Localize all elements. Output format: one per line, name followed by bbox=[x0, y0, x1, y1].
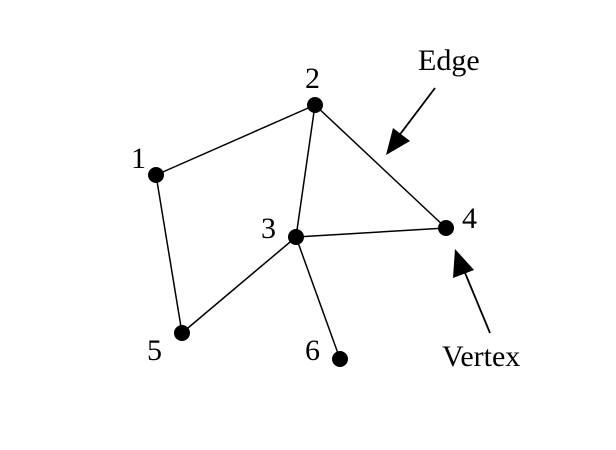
vertex-label-1: 1 bbox=[131, 142, 146, 175]
vertex-5: 5 bbox=[147, 325, 190, 367]
edge-1-2 bbox=[155, 104, 316, 176]
edge-2-3 bbox=[295, 104, 316, 238]
vertex-dot-4 bbox=[438, 220, 454, 236]
edge-2-4 bbox=[314, 104, 447, 229]
vertex-pointer-arrow bbox=[462, 267, 491, 334]
edge-3-4 bbox=[295, 227, 447, 238]
edges-layer bbox=[155, 104, 447, 360]
vertices-layer: 1 2 3 4 5 6 bbox=[131, 62, 477, 367]
vertex-4: 4 bbox=[438, 202, 477, 236]
vertex-dot-6 bbox=[332, 351, 348, 367]
vertex-annotation: Vertex bbox=[442, 249, 520, 373]
vertex-label-5: 5 bbox=[147, 334, 162, 367]
vertex-6: 6 bbox=[305, 334, 348, 367]
vertex-1: 1 bbox=[131, 142, 164, 183]
vertex-annotation-label: Vertex bbox=[442, 340, 520, 373]
vertex-dot-5 bbox=[174, 325, 190, 341]
edge-annotation-label: Edge bbox=[418, 44, 480, 77]
vertex-label-6: 6 bbox=[305, 334, 320, 367]
vertex-dot-3 bbox=[288, 229, 304, 245]
edge-annotation: Edge bbox=[386, 44, 480, 155]
vertex-pointer-arrowhead bbox=[453, 249, 474, 278]
vertex-dot-1 bbox=[148, 167, 164, 183]
vertex-2: 2 bbox=[305, 62, 323, 113]
edge-1-5 bbox=[155, 174, 183, 334]
vertex-label-2: 2 bbox=[305, 62, 320, 95]
vertex-label-4: 4 bbox=[462, 202, 477, 235]
edge-pointer-arrowhead bbox=[386, 128, 410, 155]
edge-3-5 bbox=[181, 236, 297, 334]
edge-pointer-arrow bbox=[397, 87, 436, 138]
vertex-3: 3 bbox=[261, 212, 304, 245]
vertex-label-3: 3 bbox=[261, 212, 276, 245]
edge-3-6 bbox=[295, 236, 341, 360]
vertex-dot-2 bbox=[307, 97, 323, 113]
